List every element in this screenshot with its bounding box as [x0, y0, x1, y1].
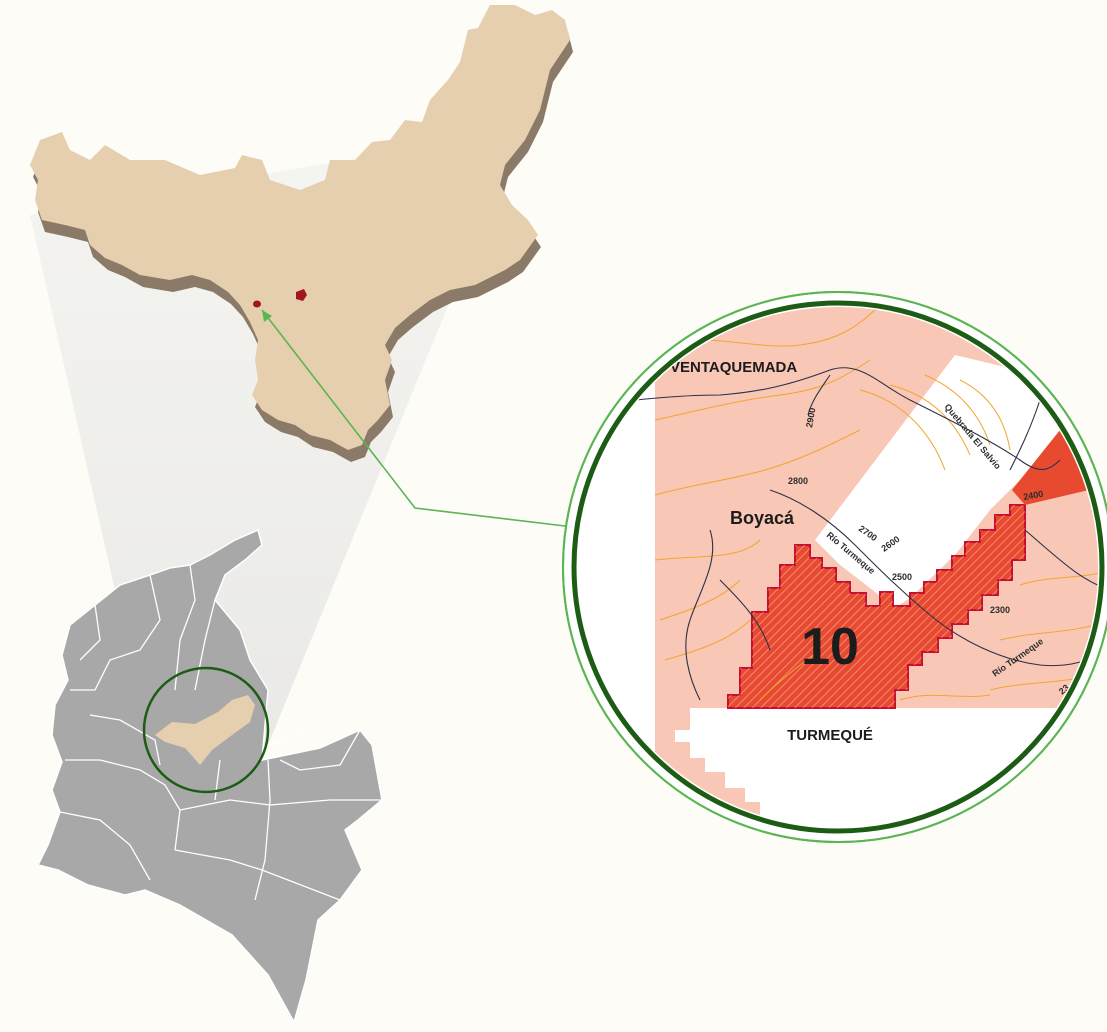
- site-marker-east: [296, 289, 307, 301]
- inset-ring-dark: [571, 300, 1105, 834]
- contour-label-2300: 2300: [990, 605, 1010, 615]
- white-wedge: [815, 355, 1065, 608]
- town-label-turmeque: TURMEQUÉ: [787, 727, 873, 744]
- town-label-ventaquemada: VENTAQUEMADA: [670, 359, 797, 376]
- boyaca-highlight: [155, 695, 255, 765]
- department-label-boyaca: Boyacá: [730, 508, 795, 528]
- boyaca-department-map: [30, 5, 573, 462]
- zoom-inset: 2900 2800 2700 2600 2500 2400 2300 23 Rí…: [562, 291, 1107, 843]
- boyaca-top-surface: [30, 5, 570, 450]
- contour-label-2400: 2400: [1023, 489, 1044, 502]
- zone-number-label: 10: [801, 618, 859, 676]
- contour-label-2900: 2900: [804, 407, 817, 428]
- site-marker-west: [253, 300, 261, 308]
- colombia-map: [36, 528, 383, 1024]
- contour-label-2500: 2500: [892, 572, 912, 582]
- locator-circle: [142, 666, 270, 794]
- rivers: [578, 367, 1098, 701]
- inset-ring-light: [562, 291, 1107, 843]
- colombia-shape: [36, 528, 383, 1024]
- leader-line: [261, 309, 566, 527]
- contour-label-2800: 2800: [788, 476, 808, 486]
- department-borders: [59, 564, 382, 901]
